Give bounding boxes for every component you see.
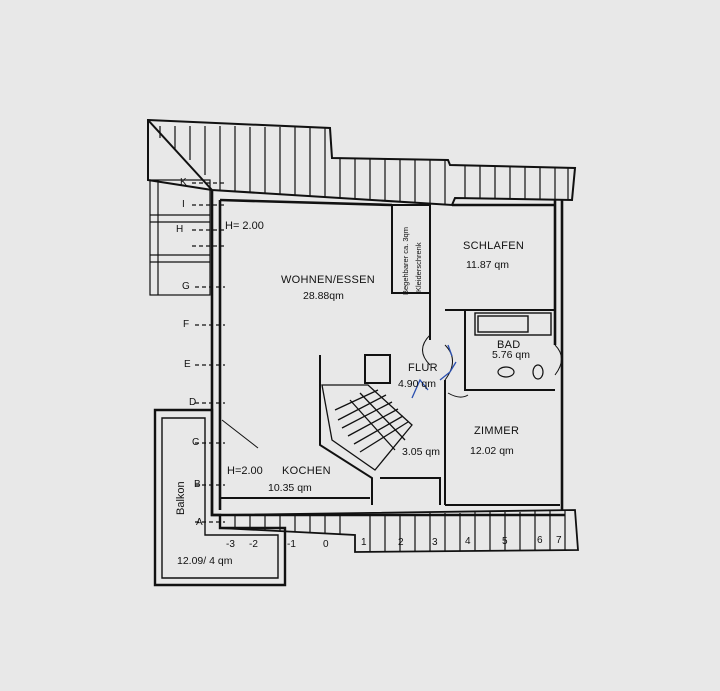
axis-number-minus-2: -2 — [249, 539, 258, 550]
axis-number-minus-3: -3 — [226, 539, 235, 550]
axis-number-4: 4 — [465, 536, 471, 547]
kochen-height-label: H=2.00 — [227, 465, 263, 477]
flur-label: FLUR — [408, 362, 438, 374]
staircase — [321, 384, 413, 471]
axis-ticks-left — [192, 182, 225, 523]
axis-letter-h: H — [176, 224, 184, 235]
axis-letter-d: D — [189, 397, 197, 408]
axis-letter-g: G — [182, 281, 190, 292]
roof-rafters-top — [147, 118, 577, 207]
closet-label-1: Begehbarer ca. 3qm — [401, 227, 410, 295]
axis-letter-f: F — [183, 319, 190, 330]
balkon-outline — [153, 408, 287, 587]
axis-number-3: 3 — [432, 537, 438, 548]
blue-annotations — [411, 344, 457, 399]
axis-letter-b: B — [194, 479, 201, 490]
door-swings — [221, 334, 562, 449]
wohnen-essen-label: WOHNEN/ESSEN — [281, 274, 376, 286]
bathtub — [474, 312, 552, 336]
axis-letter-c: C — [192, 437, 200, 448]
axis-letter-i: I — [182, 199, 185, 210]
flur-area: 4.90 qm — [398, 378, 436, 390]
wohnen-essen-area: 28.88qm — [303, 290, 344, 302]
bad-label: BAD — [497, 339, 521, 351]
wohnen-height-label: H= 2.00 — [225, 220, 264, 232]
zimmer-label: ZIMMER — [474, 425, 520, 437]
axis-letter-a: A — [196, 517, 203, 528]
axis-letter-e: E — [184, 359, 191, 370]
axis-number-minus-1: -1 — [287, 539, 296, 550]
balkon-area: 12.09/ 4 qm — [177, 555, 233, 567]
interior-walls — [220, 204, 560, 506]
axis-number-1: 1 — [361, 537, 367, 548]
kochen-area: 10.35 qm — [268, 482, 312, 494]
axis-number-0: 0 — [323, 539, 329, 550]
kochen-label: KOCHEN — [282, 465, 331, 477]
zimmer-area: 12.02 qm — [470, 445, 514, 457]
axis-letter-k: K — [180, 177, 187, 188]
sink — [497, 364, 544, 380]
schlafen-area: 11.87 qm — [466, 259, 509, 271]
axis-number-6: 6 — [537, 535, 543, 546]
axis-number-7: 7 — [556, 535, 562, 546]
abstellraum-area: 3.05 qm — [402, 446, 440, 458]
axis-number-2: 2 — [398, 537, 404, 548]
roof-rafters-left — [149, 179, 211, 296]
balkon-label: Balkon — [175, 481, 187, 515]
axis-number-5: 5 — [502, 536, 508, 547]
bad-area: 5.76 qm — [492, 349, 530, 361]
schlafen-label: SCHLAFEN — [463, 240, 525, 252]
closet-label-2: Kleiderschrenk — [414, 242, 423, 292]
